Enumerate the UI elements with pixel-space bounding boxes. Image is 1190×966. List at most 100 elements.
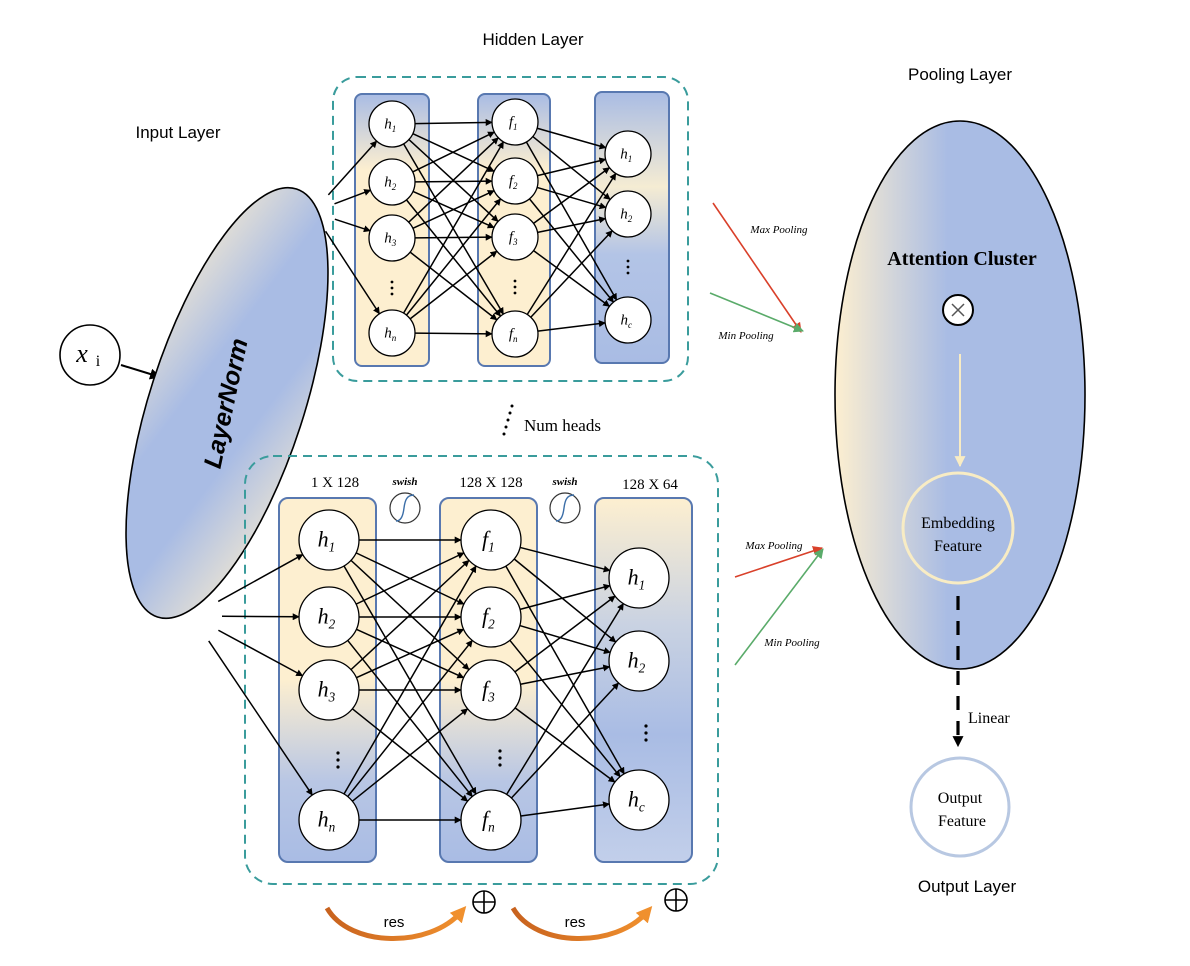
top-ellipsis-dots [390,280,394,284]
embedding-feature-label-2: Feature [934,538,982,555]
top-edge-l1 [414,118,493,126]
top-col2-node-label: f2 [509,174,518,191]
res-arrow-2 [510,905,653,941]
top-ellipsis-dots [513,291,517,295]
bottom-col1-node [298,509,360,571]
layernorm-ellipse [125,186,329,620]
bottom-edge-l2 [514,707,616,783]
multiply-icon-cross [951,303,965,317]
output-feature-label-2: Feature [938,813,986,830]
top-col1-node-label: h2 [384,175,397,192]
res-label-1: res [384,914,405,931]
num-heads-label: Num heads [524,416,601,435]
linear-label: Linear [968,710,1010,727]
bottom-col3-node-label: hc [628,787,645,815]
top-edge-l1 [402,141,505,314]
bottom-edge-l2 [513,558,617,643]
bottom-edge-l2 [509,639,621,778]
top-edge-l2 [533,250,611,307]
bottom-col1-node-label: h2 [318,604,336,632]
bottom-edge-l1 [355,552,465,605]
bottom-col2-node [460,509,522,571]
top-input-edge [334,218,371,233]
bottom-head-dashed-box [244,455,719,885]
bottom-ellipsis-dots [336,765,340,769]
bottom-edge-l1 [356,628,465,679]
top-col3-node [604,190,652,238]
top-head-connections [324,118,618,338]
top-ellipsis-dots [626,271,630,275]
top-edge-l2 [537,157,607,177]
top-edge-l1 [412,189,495,230]
bottom-edge-l2 [519,583,611,611]
top-col1-node-label: h3 [384,231,397,248]
bottom-col2-node-label: f2 [482,604,495,632]
top-col2-node [491,310,539,358]
top-input-edge [327,140,378,196]
top-col2-node-label: f1 [509,115,518,132]
swish-label-2: swish [551,476,577,488]
bottom-col2-node-label: f3 [482,677,495,705]
bottom-edge-l2 [520,801,610,817]
bottom-ellipsis-dots [336,758,340,762]
bottom-edge-l2 [519,624,611,655]
input-arrow [120,364,162,380]
bottom-col1-node [298,586,360,648]
swish-curve-icon [555,494,575,522]
bottom-ellipsis-dots [498,763,502,767]
embedding-feature-node [901,471,1015,585]
top-edge-l2 [536,127,607,150]
output-feature-label-1: Output [938,790,983,807]
top-edge-l2 [537,320,606,332]
top-ellipsis-dots [626,259,630,263]
bottom-input-edge [218,629,304,677]
top-ellipsis-dots [513,285,517,289]
bottom-edge-l2 [514,595,616,673]
bottom-edge-l1 [347,639,473,798]
top-edge-l1 [409,251,498,321]
top-col3-node [604,130,652,178]
output-feature-node [909,756,1011,858]
swish-label-1: swish [391,476,417,488]
bottom-input-edge [217,553,304,603]
top-ellipsis-dots [390,292,394,296]
hidden-layer-title: Hidden Layer [482,30,583,49]
bottom-min-pooling-arrow [734,548,824,666]
bottom-max-pooling-arrow [734,546,823,578]
bottom-col3-node-label: h2 [628,648,646,676]
bottom-ellipsis-dots [498,756,502,760]
top-edge-l2 [536,186,607,210]
bottom-col1-node-label: hn [318,807,336,835]
top-col1-node [368,158,416,206]
bottom-input-edge [221,613,300,621]
input-node-subscript: i [96,353,101,370]
top-edge-l2 [537,216,607,234]
bottom-col3-node-label: h1 [628,565,646,593]
top-col1-node [368,100,416,148]
top-col3-node-label: h1 [620,147,632,164]
input-node [59,324,121,386]
top-edge-l2 [530,230,613,318]
bottom-edge-l2 [506,602,624,795]
bottom-ellipsis-dots [336,751,340,755]
top-col1-node-label: h1 [384,117,396,134]
bottom-edge-l1 [343,565,477,795]
dim-label-1: 1 X 128 [311,475,359,491]
bottom-col3-node [608,769,670,831]
add-icon-cross [473,891,495,913]
bottom-ellipsis-dots [498,749,502,753]
top-edge-l1 [402,143,505,315]
pooling-layer-title: Pooling Layer [908,65,1012,84]
res-label-2: res [565,914,586,931]
bottom-max-pooling-label: Max Pooling [744,540,803,552]
swish-curve-icon [395,494,415,522]
top-max-pooling-label: Max Pooling [749,224,808,236]
top-min-pooling-arrow [709,292,804,333]
top-col2-node [491,157,539,205]
bottom-head-connections [208,536,625,824]
input-node-label: x [75,339,88,368]
bottom-edge-l2 [519,546,611,573]
bottom-edge-l1 [351,708,469,802]
res-arrow-1 [324,905,467,941]
